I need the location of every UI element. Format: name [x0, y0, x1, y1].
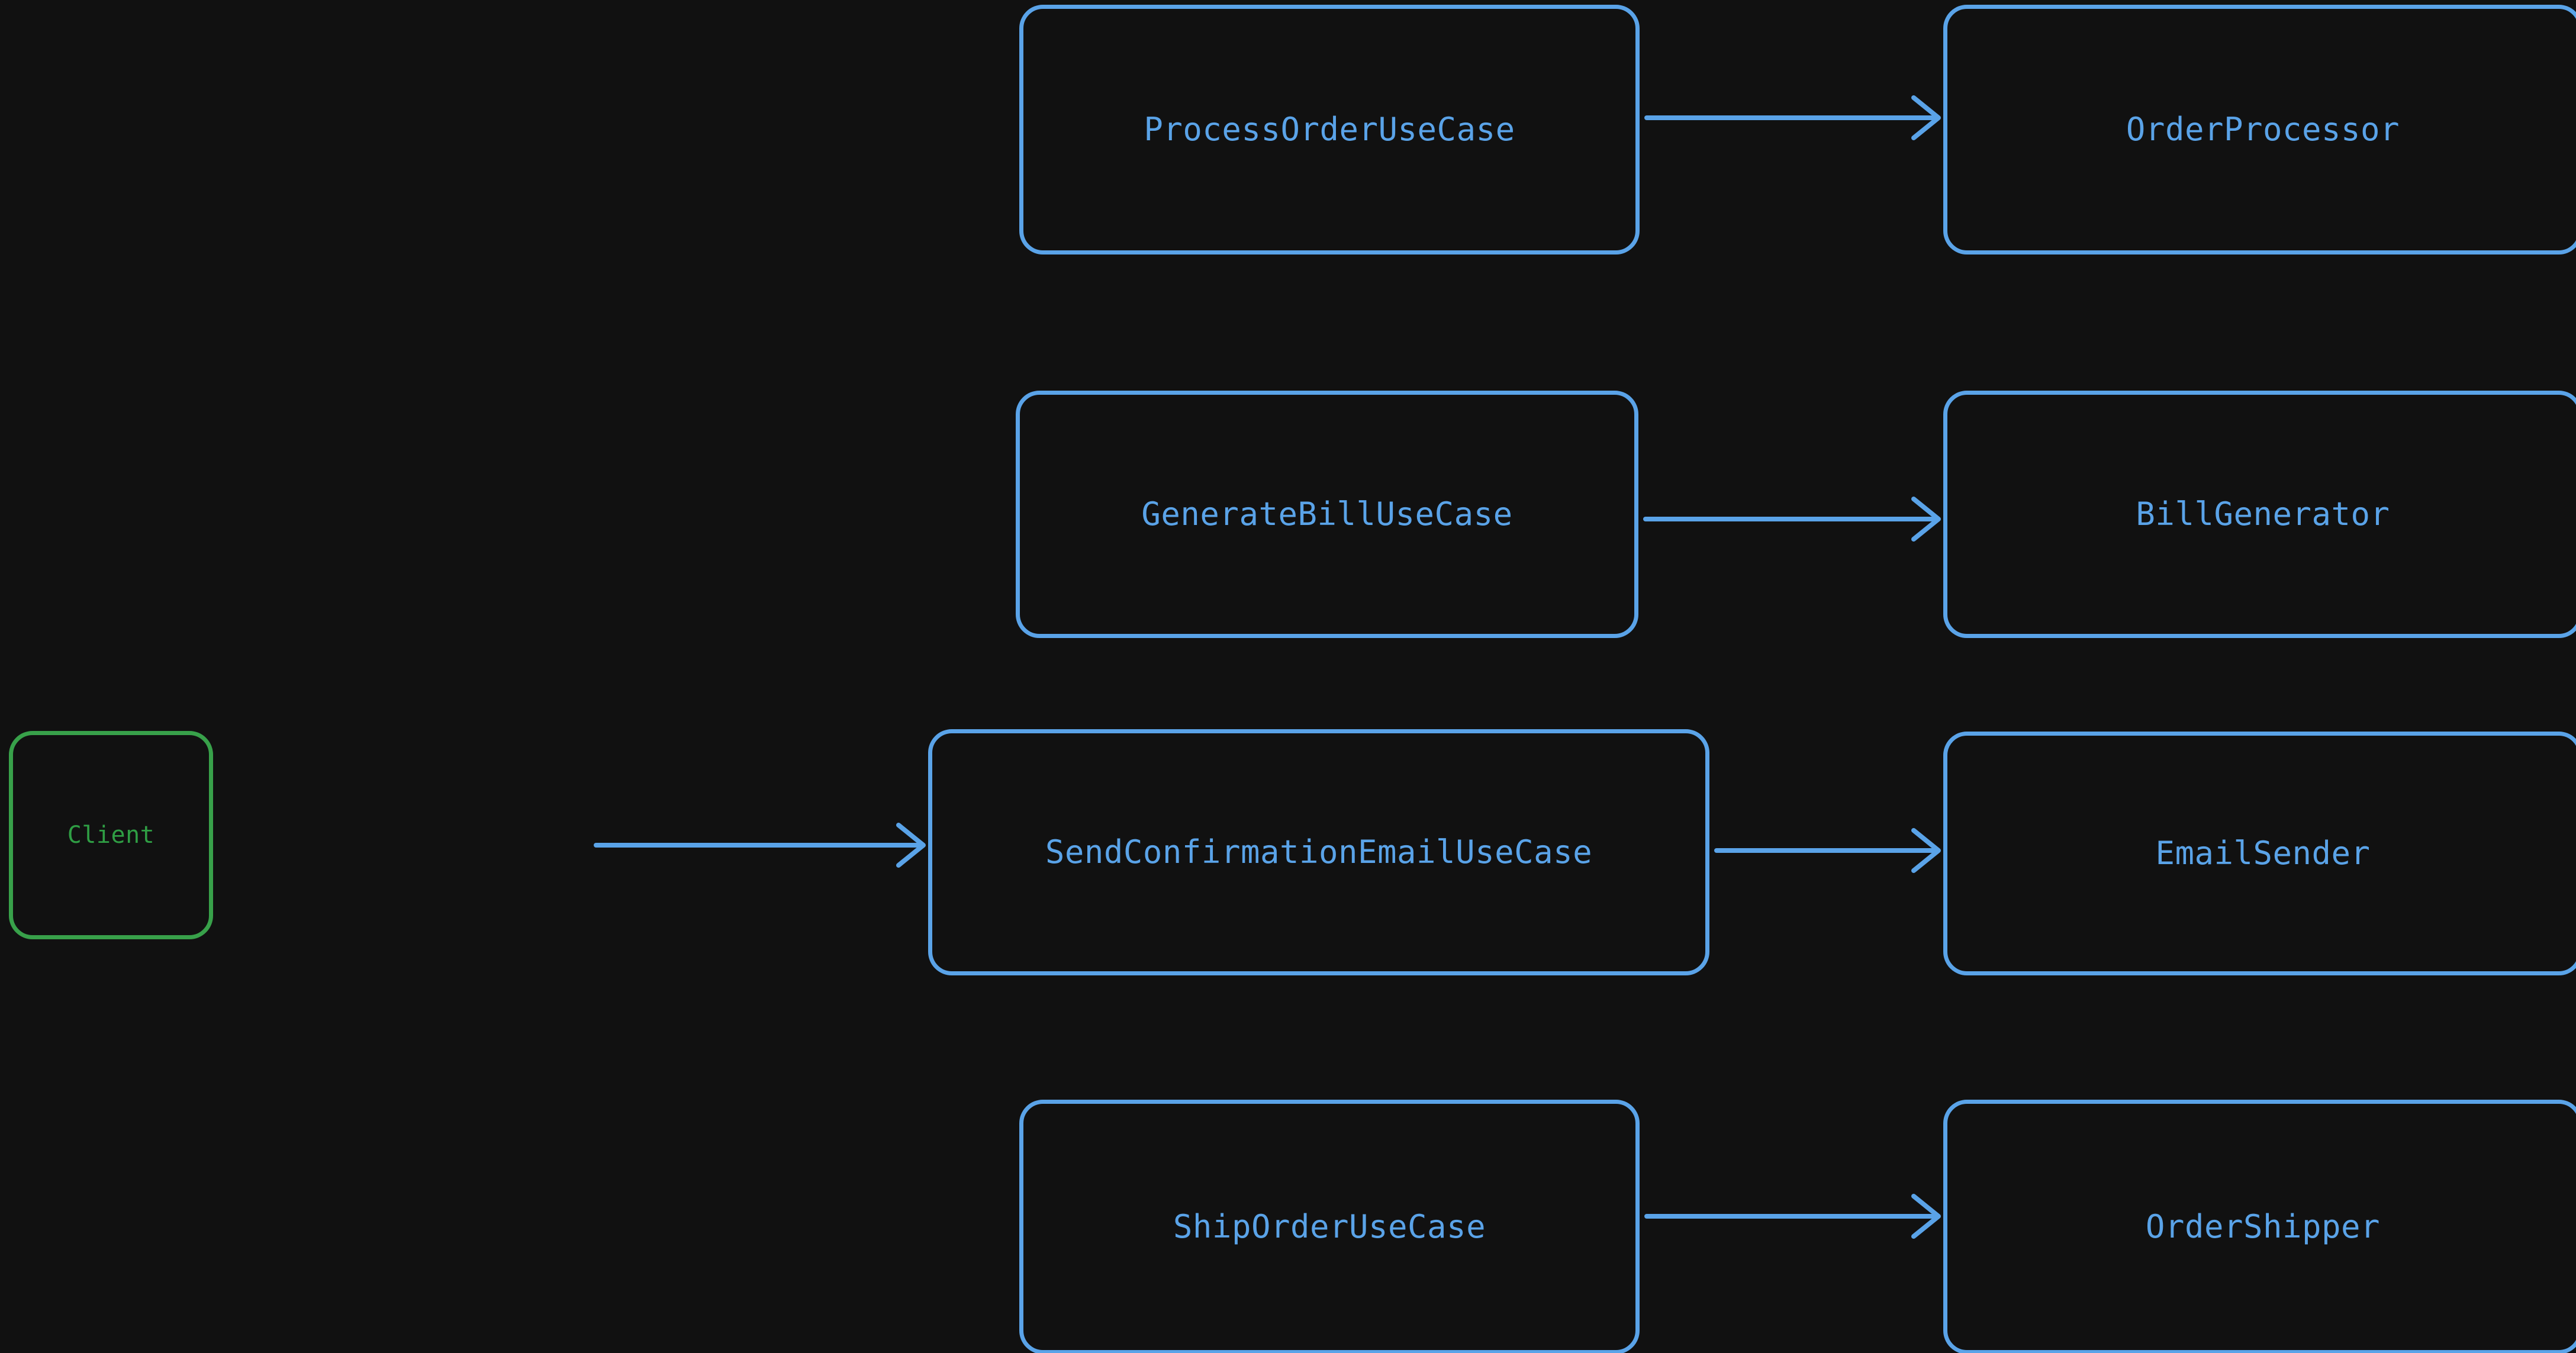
edge-send-confirmation-to-email-sender	[1714, 828, 1941, 873]
node-order_processor[interactable]: OrderProcessor	[1943, 5, 2576, 255]
node-process_order_use_case[interactable]: ProcessOrderUseCase	[1019, 5, 1640, 255]
node-bill_generator[interactable]: BillGenerator	[1943, 391, 2576, 638]
arrowhead-icon	[1911, 497, 1941, 542]
node-label-email_sender: EmailSender	[2155, 835, 2371, 872]
node-label-generate_bill_use_case: GenerateBillUseCase	[1141, 495, 1513, 533]
node-label-bill_generator: BillGenerator	[2136, 495, 2390, 533]
node-label-order_processor: OrderProcessor	[2126, 111, 2400, 149]
node-generate_bill_use_case[interactable]: GenerateBillUseCase	[1016, 391, 1638, 638]
node-label-order_shipper: OrderShipper	[2145, 1208, 2381, 1246]
node-ship_order_use_case[interactable]: ShipOrderUseCase	[1019, 1100, 1640, 1353]
arrowhead-icon	[896, 823, 926, 868]
node-label-ship_order_use_case: ShipOrderUseCase	[1173, 1208, 1486, 1246]
arrowhead-icon	[1911, 828, 1941, 873]
arrowhead-icon	[1911, 95, 1941, 140]
arrowhead-icon	[1911, 1194, 1941, 1239]
edge-generate-bill-to-bill-generator	[1643, 497, 1941, 542]
edge-ship-order-to-order-shipper	[1644, 1194, 1941, 1239]
edge-client-to-send-confirmation	[594, 823, 926, 868]
node-send_confirmation_email_use_case[interactable]: SendConfirmationEmailUseCase	[928, 729, 1709, 975]
node-email_sender[interactable]: EmailSender	[1943, 732, 2576, 975]
node-label-client: Client	[67, 822, 155, 849]
edge-process-order-to-order-processor	[1644, 95, 1941, 140]
node-label-process_order_use_case: ProcessOrderUseCase	[1144, 111, 1515, 149]
node-client[interactable]: Client	[9, 731, 213, 939]
node-label-send_confirmation_email_use_case: SendConfirmationEmailUseCase	[1045, 833, 1593, 871]
node-order_shipper[interactable]: OrderShipper	[1943, 1100, 2576, 1353]
